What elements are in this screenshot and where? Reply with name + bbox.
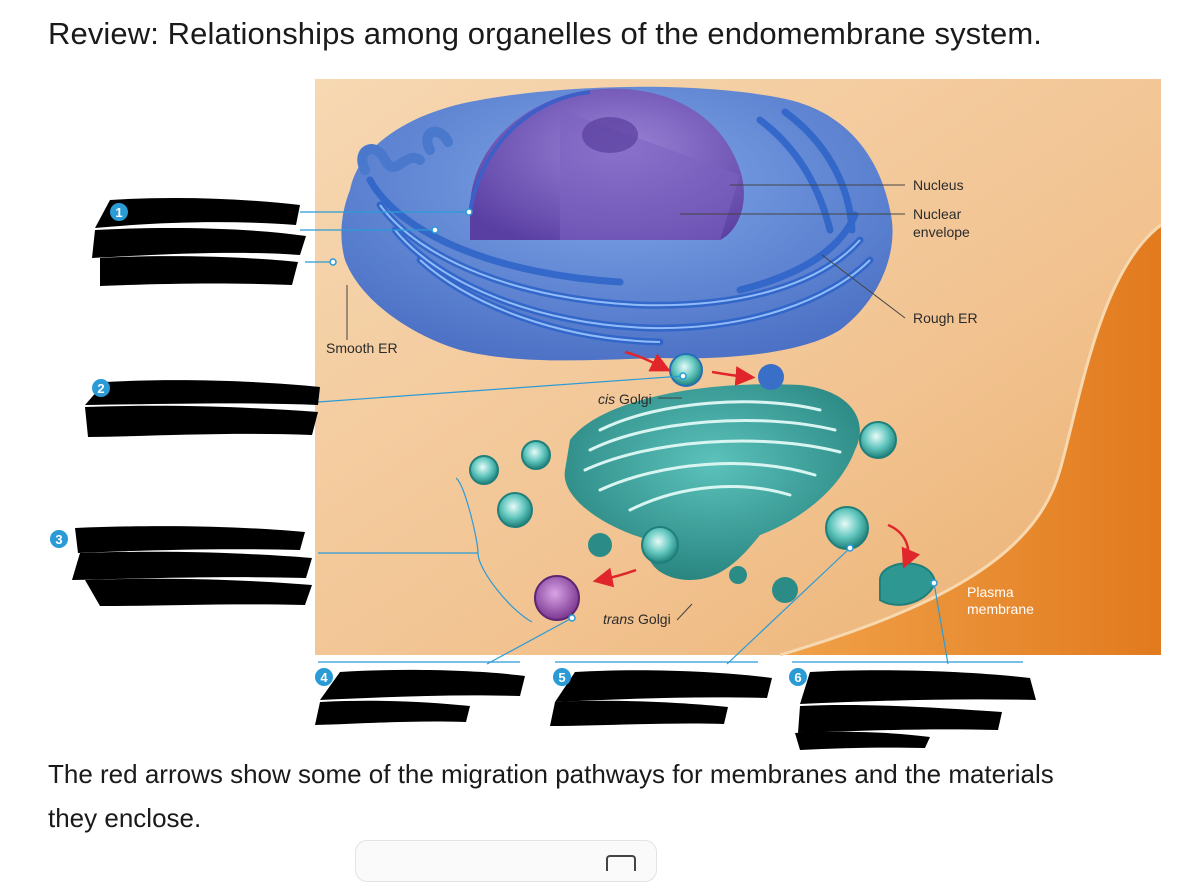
endomembrane-diagram: 1 2 3 4 5 6 Nucleus Nuclear envelope Rou… xyxy=(50,79,1162,750)
cell-illustration xyxy=(315,79,1162,657)
expand-icon[interactable] xyxy=(606,855,636,871)
caption-text: The red arrows show some of the migratio… xyxy=(48,759,1054,833)
step-badge-5: 5 xyxy=(553,668,571,686)
label-nuclear-envelope-line1: Nuclear xyxy=(913,206,962,222)
svg-text:5: 5 xyxy=(558,670,565,685)
step-badge-6: 6 xyxy=(789,668,807,686)
label-smooth-er: Smooth ER xyxy=(326,340,398,356)
lysosome-shape xyxy=(534,575,580,621)
label-cis-golgi: cis Golgi xyxy=(598,391,652,407)
svg-text:3: 3 xyxy=(55,532,62,547)
label-nuclear-envelope-line2: envelope xyxy=(913,224,970,240)
svg-text:1: 1 xyxy=(115,205,122,220)
svg-text:4: 4 xyxy=(320,670,328,685)
step-badge-4: 4 xyxy=(315,668,333,686)
label-plasma-membrane-line2: membrane xyxy=(967,601,1034,617)
step-badges: 1 2 3 4 5 6 xyxy=(50,203,807,686)
bottom-toolbar-card[interactable] xyxy=(355,840,657,882)
step-badge-3: 3 xyxy=(50,530,68,548)
page-title: Review: Relationships among organelles o… xyxy=(48,16,1042,51)
label-trans-golgi: trans Golgi xyxy=(603,611,671,627)
step-badge-2: 2 xyxy=(92,379,110,397)
step-badge-1: 1 xyxy=(110,203,128,221)
label-plasma-membrane-line1: Plasma xyxy=(967,584,1014,600)
redaction-marks xyxy=(72,197,1036,750)
transport-vesicles xyxy=(469,353,937,606)
label-rough-er: Rough ER xyxy=(913,310,978,326)
plasma-membrane-shape xyxy=(780,225,1161,655)
label-nucleus: Nucleus xyxy=(913,177,964,193)
svg-text:6: 6 xyxy=(794,670,801,685)
svg-text:2: 2 xyxy=(97,381,104,396)
migration-arrows xyxy=(592,350,921,588)
